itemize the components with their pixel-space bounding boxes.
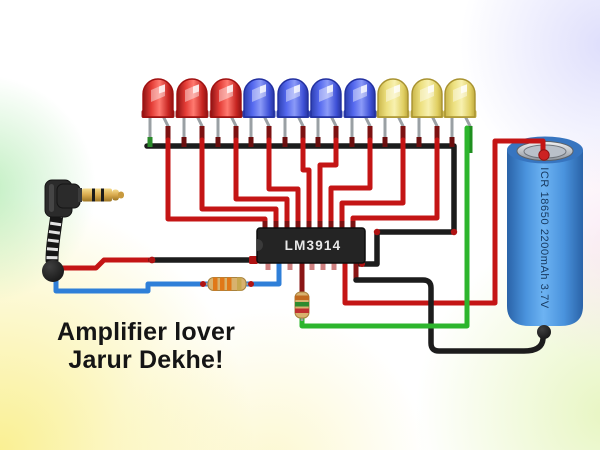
wire-led2 <box>199 137 279 226</box>
band-orange <box>295 295 309 300</box>
chip-label: LM3914 <box>285 238 342 253</box>
battery-positive-wire <box>342 138 546 306</box>
jack-body-arm <box>56 183 81 209</box>
chip-top-pins <box>262 221 356 230</box>
wire-led5 <box>300 137 312 226</box>
jack-cable-knot <box>42 260 64 282</box>
wire-led6 <box>317 137 339 226</box>
band-red <box>295 308 309 313</box>
signal-wire-chip-tip <box>249 256 258 264</box>
audio-signal-blue-wire <box>53 258 282 294</box>
battery-body <box>507 150 583 326</box>
jack-plug-shaft <box>82 188 112 202</box>
jack-plug-tip <box>112 189 119 201</box>
jack-plug-tip-nub <box>118 191 124 199</box>
resistor-horizontal <box>200 277 254 291</box>
jack-body-highlight <box>49 184 54 212</box>
audio-jack <box>42 179 124 282</box>
band-orange-1 <box>213 277 218 291</box>
led-red-1 <box>141 78 175 153</box>
wire-led8 <box>339 137 406 226</box>
battery-negative-wire <box>353 277 546 354</box>
caption-line1: Amplifier lover <box>56 318 236 346</box>
lm3914-chip: LM3914 <box>256 221 366 270</box>
led-wires-to-chip <box>165 137 440 226</box>
wire-led3 <box>233 137 290 226</box>
caption: Amplifier lover Jarur Dekhe! <box>30 318 262 374</box>
band-orange-2 <box>220 277 225 291</box>
resistor-vertical <box>294 261 310 321</box>
led-yellow-9 <box>410 78 444 153</box>
led-yellow-10 <box>443 78 477 153</box>
wire-led4 <box>266 137 301 226</box>
band-gold <box>237 277 242 291</box>
wire-led9 <box>350 137 440 226</box>
led-red-3 <box>209 78 243 153</box>
jack-plug-ring1 <box>92 188 95 202</box>
jack-cable-braided <box>45 207 64 267</box>
battery-positive-terminal-dot <box>538 149 550 161</box>
green-link-wire <box>299 125 470 329</box>
battery-negative-terminal <box>537 325 551 339</box>
led-blue-7 <box>343 78 377 153</box>
battery-label: ICR 18650 2200mAh 3.7V <box>538 167 550 309</box>
bus-joint-chip <box>373 228 381 236</box>
battery-18650: ICR 18650 2200mAh 3.7V <box>507 136 583 326</box>
chip-bottom-pins <box>265 262 337 270</box>
bus-joint-right <box>450 228 458 236</box>
chip-notch <box>257 239 263 251</box>
jack-red-wire <box>57 257 156 271</box>
caption-line2: Jarur Dekhe! <box>68 346 224 374</box>
jack-plug-ring2 <box>101 188 104 202</box>
led-row <box>141 78 477 153</box>
led-blue-5 <box>276 78 310 153</box>
jack-plug-base-ring <box>78 188 82 202</box>
wire-led7 <box>328 137 373 226</box>
red-black-junction <box>148 256 156 264</box>
band-green <box>295 302 309 307</box>
band-orange-3 <box>227 277 232 291</box>
